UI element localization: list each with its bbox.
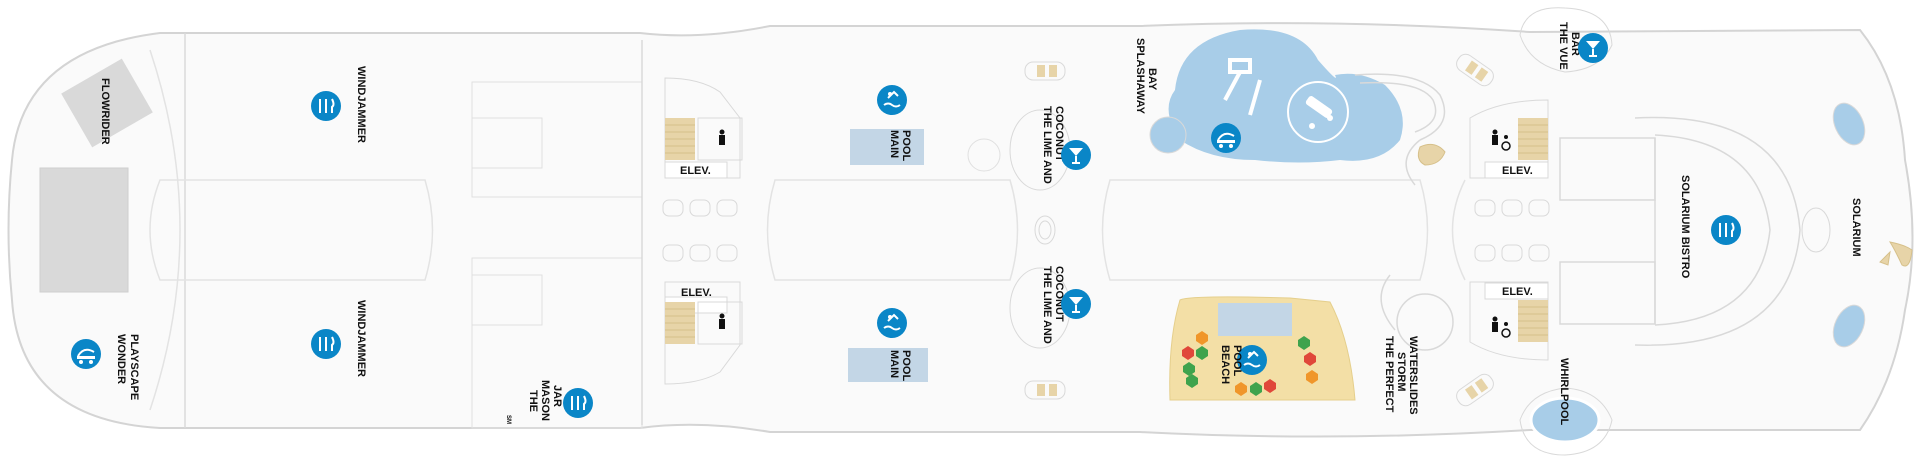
- accessible-icon: [1501, 135, 1511, 151]
- restroom-icon: [719, 313, 725, 329]
- center-ornament: [1034, 215, 1056, 245]
- windjammer-bottom-label: WINDJAMMER: [355, 300, 367, 377]
- elev-forward-top-label: ELEV.: [1502, 165, 1533, 177]
- vue-bar-area[interactable]: [1519, 7, 1613, 73]
- splashaway-bay-label: SPLASHAWAY BAY: [1134, 38, 1158, 117]
- splashaway-water-drop: [1149, 116, 1187, 154]
- whirlpool-water[interactable]: [1529, 396, 1601, 444]
- kids-icon[interactable]: [71, 339, 101, 369]
- main-pool-top[interactable]: [850, 129, 924, 165]
- perfect-storm-label: THE PERFECT STORM WATERSLIDES: [1383, 336, 1419, 415]
- wonder-playscape-label: WONDER PLAYSCAPE: [115, 334, 140, 400]
- lounger-pair: [1456, 53, 1494, 87]
- restroom-icon: [1492, 129, 1498, 145]
- restroom-icon: [1492, 316, 1498, 332]
- solarium-bistro-label: SOLARIUM BISTRO: [1679, 175, 1691, 279]
- bow-ornament: [1879, 241, 1913, 267]
- solarium-pool-top[interactable]: [1827, 98, 1871, 150]
- flowrider-label: FLOWRIDER: [99, 78, 111, 145]
- spray-feature: [1305, 96, 1333, 129]
- elev-forward-bottom-label: ELEV.: [1502, 286, 1533, 298]
- center-ornament-inner: [1038, 220, 1052, 240]
- vue-bar-label: THE VUE BAR: [1557, 22, 1581, 73]
- solarium-feature: [1801, 207, 1831, 253]
- bar-icon[interactable]: [1578, 33, 1608, 63]
- pool-icon[interactable]: [877, 308, 907, 338]
- elevator-bank-aft-top[interactable]: [664, 77, 743, 179]
- lounger-pair: [1024, 380, 1066, 400]
- lounge-pod: [967, 138, 1001, 172]
- solarium-label: SOLARIUM: [1850, 198, 1862, 257]
- restroom-icon: [719, 129, 725, 145]
- flowrider-area[interactable]: [61, 58, 153, 148]
- aft-corridor: [149, 179, 434, 281]
- slide-structure: [1223, 58, 1262, 116]
- aft-curve-line: [149, 49, 181, 411]
- main-pool-bottom[interactable]: [848, 348, 928, 382]
- kids-icon[interactable]: [1211, 123, 1241, 153]
- pool-deck-corridor-forward: [1101, 179, 1429, 281]
- pool-icon[interactable]: [877, 85, 907, 115]
- whirlpool-label: WHIRLPOOL: [1558, 358, 1570, 425]
- main-pool-top-label: MAIN POOL: [888, 130, 912, 161]
- whirlpool-area[interactable]: [1519, 387, 1613, 456]
- solarium-pool-bottom[interactable]: [1827, 300, 1871, 352]
- dining-icon[interactable]: [563, 388, 593, 418]
- elev-aft-bottom-label: ELEV.: [681, 287, 712, 299]
- elevator-bank-forward-bottom[interactable]: [1469, 281, 1549, 361]
- dining-icon[interactable]: [311, 91, 341, 121]
- lounger-pair: [1024, 61, 1066, 81]
- mason-jar-sup-label: SM: [505, 415, 511, 424]
- lounge-chairs-forward: [1474, 199, 1550, 262]
- elev-aft-top-label: ELEV.: [680, 165, 711, 177]
- pool-icon[interactable]: [1237, 345, 1267, 375]
- mason-jar-label: THE MASON JAR: [527, 380, 563, 424]
- dining-icon[interactable]: [311, 329, 341, 359]
- windjammer-top-label: WINDJAMMER: [355, 66, 367, 143]
- main-pool-bottom-label: MAIN POOL: [888, 350, 912, 381]
- bar-icon[interactable]: [1061, 140, 1091, 170]
- pool-deck-corridor-aft: [766, 179, 1019, 281]
- beach-pool-label: BEACH POOL: [1219, 345, 1243, 387]
- lounge-chairs-aft: [662, 199, 738, 262]
- dining-icon[interactable]: [1711, 215, 1741, 245]
- solarium-bistro-area[interactable]: [1559, 116, 1801, 346]
- forward-corridor-curve: [1451, 179, 1466, 281]
- waterslide-tracks: [1354, 73, 1454, 351]
- ship-hull-outline: [7, 22, 1914, 438]
- bar-icon[interactable]: [1061, 289, 1091, 319]
- slide-tube-top: [1417, 143, 1446, 166]
- beach-umbrellas: [1182, 331, 1318, 396]
- service-room-top-inner: [471, 117, 543, 169]
- beach-pool-water[interactable]: [1218, 303, 1292, 336]
- elevator-bank-forward-top[interactable]: [1469, 99, 1549, 179]
- elevator-bank-aft-bottom[interactable]: [664, 281, 743, 385]
- service-room-bottom-inner: [471, 274, 543, 326]
- accessible-icon: [1501, 322, 1511, 338]
- lime-coconut-top-label: THE LIME AND COCONUT: [1041, 106, 1065, 187]
- lounger-pair: [1456, 373, 1494, 407]
- grey-surf-area: [39, 167, 129, 293]
